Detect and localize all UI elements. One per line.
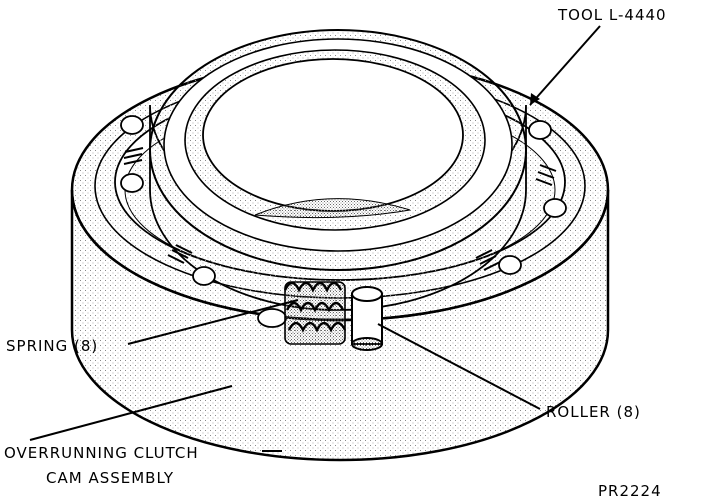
assembly-label-line1: OVERRUNNING CLUTCH <box>4 444 199 462</box>
pocket-hole <box>543 198 567 218</box>
roller-leader <box>377 323 541 410</box>
tool-leader-arrowhead <box>530 93 540 105</box>
roller-bottom <box>351 337 383 351</box>
spring-coils <box>283 281 347 333</box>
spring-body <box>284 281 346 345</box>
roller-label: ROLLER (8) <box>546 403 641 421</box>
pocket-hole <box>192 266 216 286</box>
pocket-hole <box>120 115 144 135</box>
tool-bore <box>202 58 464 212</box>
roller-top <box>351 286 383 302</box>
roller-part <box>351 286 383 351</box>
assembly-leader <box>29 385 233 441</box>
tool-leader <box>529 25 601 106</box>
hub-shadow <box>254 198 411 219</box>
pocket-hole <box>120 173 144 193</box>
pocket-spring <box>123 147 144 165</box>
tool-sleeve <box>149 29 527 311</box>
figure-id: PR2224 <box>598 482 662 500</box>
spring-leader <box>127 299 299 345</box>
pocket-hole <box>528 120 552 140</box>
spring-label: SPRING (8) <box>6 337 98 355</box>
pocket-hole <box>498 255 522 275</box>
spring-part <box>283 281 347 345</box>
pocket-hole <box>257 308 287 328</box>
pocket-spring <box>167 244 193 264</box>
tool-label: TOOL L-4440 <box>557 6 667 24</box>
pocket-spring <box>475 249 501 271</box>
assembly-label-line2: CAM ASSEMBLY <box>46 469 174 487</box>
pocket-spring <box>535 164 557 186</box>
leader-lines <box>29 25 601 452</box>
